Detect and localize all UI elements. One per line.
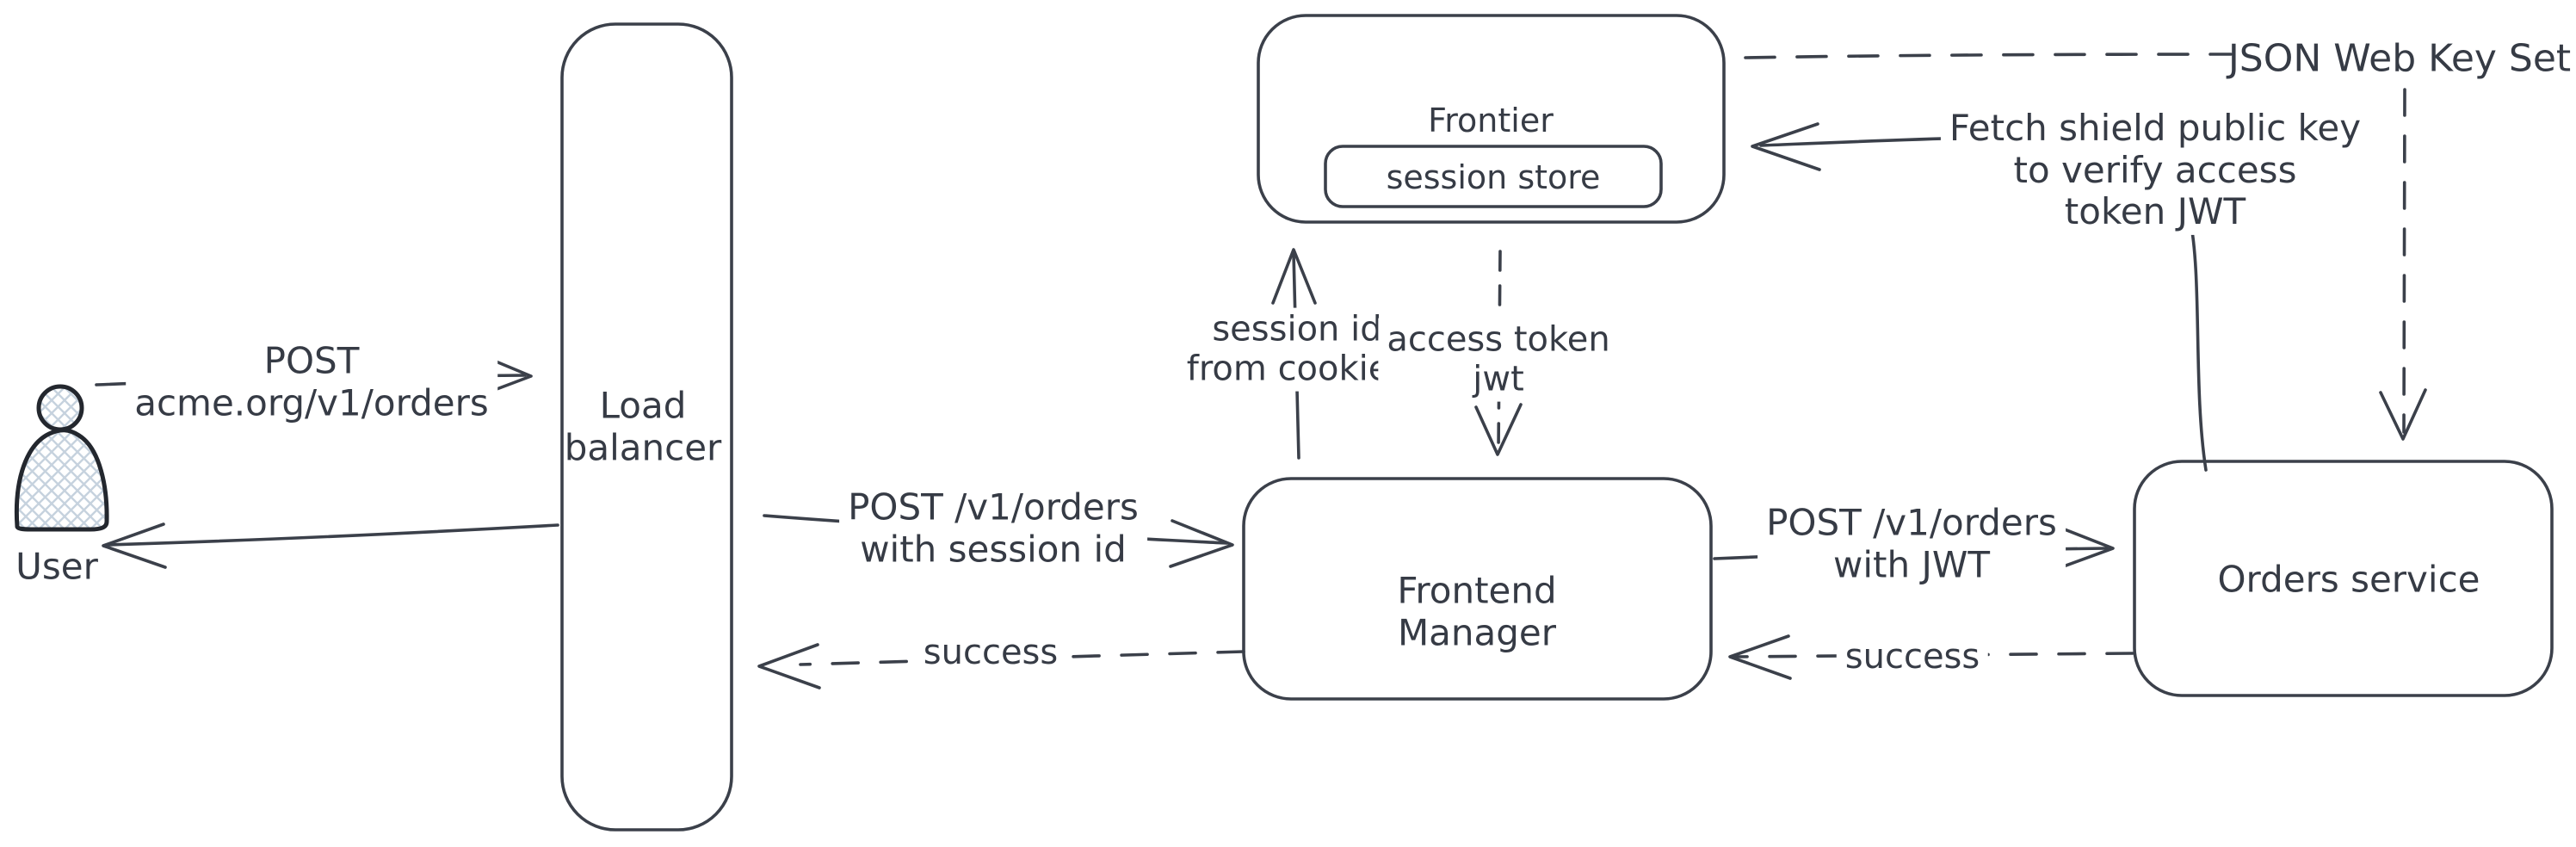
arrowhead-jwks-to-orders bbox=[2379, 388, 2427, 441]
frontier-label: Frontier bbox=[1428, 101, 1554, 139]
load-balancer-label-line2: balancer bbox=[564, 426, 722, 468]
person-icon bbox=[14, 384, 109, 532]
edge-label-success-right: success bbox=[1836, 634, 1989, 679]
frontend-manager-box bbox=[1242, 477, 1713, 701]
line-frontier-to-jwks bbox=[1744, 53, 2233, 59]
edge-label-post-acme-line2: acme.org/v1/orders bbox=[134, 381, 489, 424]
edge-label-jwks: JSON Web Key Set bbox=[2227, 36, 2572, 81]
arrowhead-lb-to-user bbox=[102, 522, 167, 569]
load-balancer-label: Load balancer bbox=[565, 385, 722, 468]
edge-label-success-left: success bbox=[914, 630, 1067, 675]
arrow-fm-to-lb-success bbox=[799, 650, 1245, 666]
arrowhead-fm-to-frontier bbox=[1271, 248, 1317, 305]
user-label: User bbox=[15, 545, 98, 588]
edge-label-post-jwt-line1: POST /v1/orders bbox=[1766, 501, 2057, 544]
edge-label-session-id-cookies-line2: from cookies bbox=[1186, 349, 1408, 389]
arrowhead-lb-to-fm bbox=[1169, 519, 1234, 568]
arrowhead-orders-to-fm-success bbox=[1728, 634, 1792, 680]
edge-label-fetch-key-line3: token JWT bbox=[2064, 190, 2246, 233]
load-balancer-box bbox=[560, 22, 733, 832]
edge-label-post-session-id: POST /v1/orders with session id bbox=[839, 485, 1147, 572]
line-jwks-to-orders bbox=[2402, 88, 2406, 434]
edge-label-fetch-key: Fetch shield public key to verify access… bbox=[1940, 105, 2370, 236]
arrowhead-fm-to-lb-success bbox=[757, 643, 821, 689]
arrowhead-orders-to-frontier bbox=[1751, 122, 1821, 171]
edge-label-post-jwt-line2: with JWT bbox=[1832, 543, 1991, 585]
session-store-box bbox=[1324, 145, 1663, 208]
orders-service-box bbox=[2133, 460, 2554, 697]
edge-label-session-id-cookies: session id from cookies bbox=[1177, 307, 1417, 392]
arrow-frontier-to-fm bbox=[1497, 250, 1502, 452]
edge-label-access-token-jwt-line1: access token bbox=[1387, 319, 1610, 360]
edge-label-fetch-key-line1: Fetch shield public key bbox=[1949, 106, 2362, 149]
edge-label-post-session-id-line1: POST /v1/orders bbox=[848, 485, 1139, 529]
edge-label-post-jwt: POST /v1/orders with JWT bbox=[1757, 500, 2066, 588]
edge-label-access-token-jwt-line2: jwt bbox=[1473, 360, 1524, 399]
session-store-label: session store bbox=[1386, 158, 1601, 196]
edge-label-fetch-key-line2: to verify access bbox=[2013, 148, 2297, 191]
frontend-manager-label-line2: Manager bbox=[1397, 611, 1557, 653]
arrowhead-fm-to-orders bbox=[2050, 523, 2115, 572]
edge-label-post-acme: POST acme.org/v1/orders bbox=[126, 338, 497, 426]
edge-label-post-session-id-line2: with session id bbox=[860, 528, 1127, 570]
arrow-lb-to-user bbox=[105, 523, 559, 547]
load-balancer-label-line1: Load bbox=[599, 384, 687, 427]
frontend-manager-label-line1: Frontend bbox=[1397, 569, 1557, 612]
frontend-manager-label: Frontend Manager bbox=[1397, 570, 1556, 653]
edge-label-access-token-jwt: access token jwt bbox=[1378, 318, 1619, 402]
edge-label-session-id-cookies-line1: session id bbox=[1212, 309, 1382, 349]
orders-service-label: Orders service bbox=[2217, 558, 2480, 601]
arrowhead-frontier-to-fm bbox=[1474, 403, 1523, 456]
edge-label-post-acme-line1: POST bbox=[263, 339, 360, 382]
